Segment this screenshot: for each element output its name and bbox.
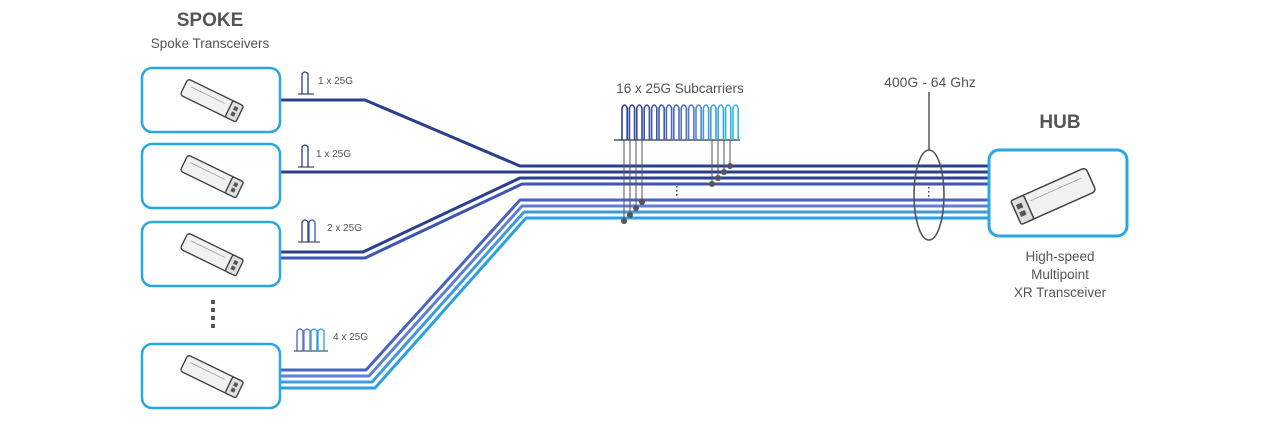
hub-description-line-3: XR Transceiver	[1013, 285, 1107, 300]
fiber-spoke-1	[280, 98, 990, 168]
fiber-spoke-4c	[280, 210, 990, 384]
fiber-spoke-4a	[280, 198, 990, 372]
spoke-title: SPOKE	[176, 10, 244, 31]
sfp-module-icon	[180, 233, 244, 277]
hub-title: HUB	[1039, 112, 1081, 133]
fiber-spoke-3b	[280, 182, 990, 260]
spoke-transceiver-4	[140, 342, 282, 410]
sfp-module-icon	[1010, 168, 1096, 225]
sfp-module-icon	[180, 155, 244, 199]
subcarrier-arch	[658, 104, 665, 140]
hub-transceiver	[987, 148, 1129, 238]
spoke-rate-label-4: 4 x 25G	[333, 332, 369, 343]
subcarrier-glyph-2	[298, 144, 314, 168]
spoke-transceivers	[140, 66, 282, 410]
subcarrier-arch	[628, 104, 636, 140]
fiber-spoke-4b	[280, 204, 990, 378]
subcarrier-arch	[636, 104, 643, 140]
fiber-spoke-3a	[280, 176, 990, 254]
subcarrier-arch	[702, 104, 710, 140]
subcarrier-arch	[621, 104, 628, 140]
spoke-transceiver-3	[140, 220, 282, 288]
spoke-rate-label-3: 2 x 25G	[327, 223, 363, 234]
subcarriers-spectrum	[614, 104, 740, 224]
subcarrier-arch	[710, 104, 717, 140]
subcarrier-arch	[650, 104, 658, 140]
spoke-subtitle: Spoke Transceivers	[150, 36, 270, 51]
subcarrier-arch	[665, 104, 673, 140]
spectrum-arches	[621, 104, 739, 140]
fiber-lines	[280, 98, 990, 390]
subcarrier-glyph-3	[298, 219, 320, 243]
bandwidth-ellipse	[913, 149, 945, 241]
hub-description: High-speed Multipoint XR Transceiver	[975, 248, 1145, 302]
vertical-dots-icon	[676, 186, 678, 196]
subcarrier-arch	[732, 104, 739, 140]
spoke-subcarrier-glyphs	[294, 71, 328, 352]
subcarrier-arch	[680, 104, 688, 140]
spoke-rate-label-2: 1 x 25G	[316, 149, 352, 160]
subcarrier-arch	[724, 104, 732, 140]
hub-description-line-2: Multipoint	[1031, 267, 1089, 282]
spoke-transceiver-1	[140, 66, 282, 134]
subcarrier-arch	[673, 104, 680, 140]
sfp-module-icon	[180, 79, 244, 123]
subcarrier-glyph-4	[294, 328, 328, 352]
subcarrier-tap-dots	[621, 163, 733, 224]
subcarrier-arch	[717, 104, 725, 140]
sfp-module-icon	[180, 355, 244, 399]
subcarrier-arch	[687, 104, 695, 140]
subcarriers-label: 16 x 25G Subcarriers	[616, 81, 744, 96]
subcarrier-drop-lines	[623, 140, 731, 221]
subcarrier-arch	[643, 104, 651, 140]
bandwidth-label: 400G - 64 Ghz	[884, 74, 976, 90]
subcarrier-arch	[695, 104, 702, 140]
bandwidth-marker	[913, 92, 945, 241]
vertical-dots-icon	[211, 300, 215, 328]
subcarrier-glyph-1	[298, 71, 314, 95]
spoke-transceiver-2	[140, 142, 282, 210]
fiber-spoke-4d	[280, 216, 990, 390]
spoke-rate-label-1: 1 x 25G	[318, 76, 354, 87]
hub-description-line-1: High-speed	[1025, 249, 1095, 264]
vertical-dots-icon	[928, 187, 930, 197]
